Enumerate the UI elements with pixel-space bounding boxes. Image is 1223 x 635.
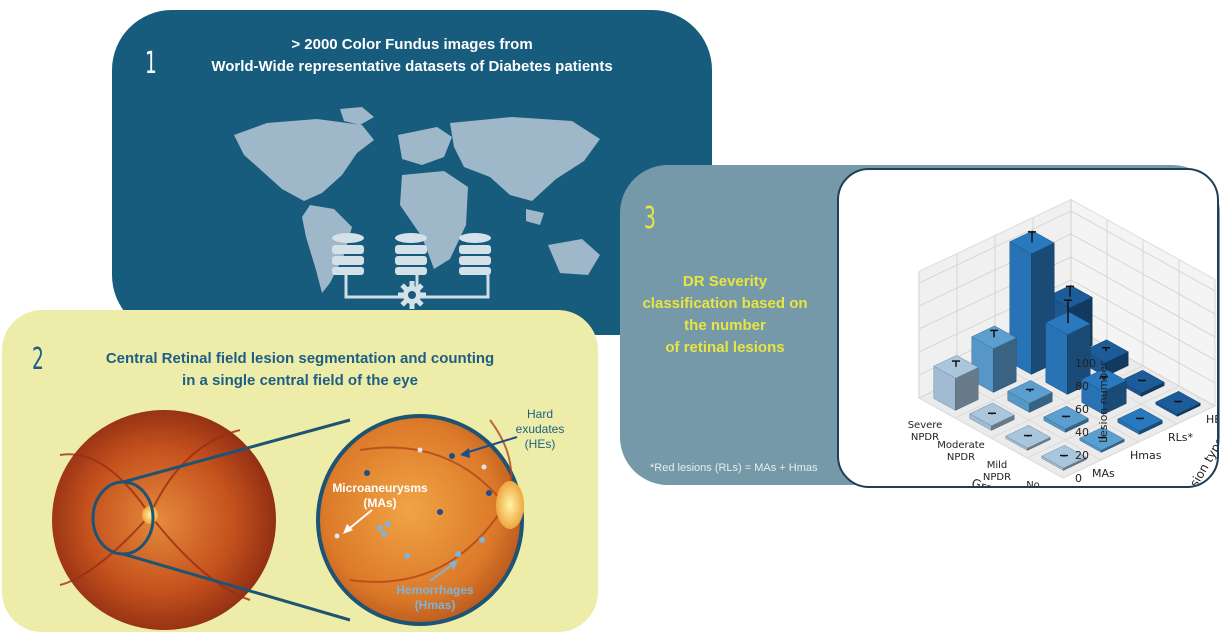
z-tick-label: 20 <box>1075 449 1089 462</box>
database-icon <box>395 233 427 275</box>
bar-top-face <box>1009 230 1055 254</box>
z-tick-label: 80 <box>1075 380 1089 393</box>
grade-tick-label: Mild <box>987 460 1008 471</box>
hard-exudates-label-line: exudates <box>515 422 565 436</box>
x-axis-label: Grade <box>970 476 1009 486</box>
grade-tick-label: NPDR <box>983 472 1011 483</box>
z-tick-label: 0 <box>1075 472 1082 485</box>
chart-gridline <box>994 361 1140 443</box>
step-number-2: 2 <box>32 342 44 377</box>
step-number-3: 3 <box>644 201 656 236</box>
segmentation-title-line1: Central Retinal field lesion segmentatio… <box>105 350 495 367</box>
hemorrhages-label-line: Hemorrhages <box>396 583 474 597</box>
grade-tick-label: NPDR <box>911 432 939 443</box>
z-axis-label: Lesion number <box>1097 361 1110 443</box>
microaneurysms-label-line: Microaneurysms <box>332 481 428 495</box>
grade-tick-label: Moderate <box>937 440 985 451</box>
classification-text: DR Severity classification based on the … <box>620 271 830 359</box>
segmentation-title: Central Retinal field lesion segmentatio… <box>2 348 598 392</box>
database-icon <box>332 233 364 275</box>
zoomed-retina <box>316 414 524 626</box>
bar-top-face <box>1047 285 1093 309</box>
bar-top-face <box>1045 311 1091 335</box>
segmentation-title-line2: in a single central field of the eye <box>182 372 418 389</box>
optic-disc <box>142 506 158 524</box>
classification-text-line: DR Severity <box>682 273 768 290</box>
classification-text-line: classification based on <box>642 295 808 312</box>
hard-exudates-label: Hard exudates (HEs) <box>500 407 580 452</box>
lesion-type-tick-label: MAs <box>1092 467 1115 480</box>
grade-tick-label: NPDR <box>947 452 975 463</box>
chart-gridline <box>956 379 1102 461</box>
world-map-icon <box>234 107 600 293</box>
grade-tick-label: Severe <box>908 420 943 431</box>
lesion-type-tick-label: HEs <box>1206 413 1217 426</box>
datasets-title: > 2000 Color Fundus images from World-Wi… <box>112 34 712 78</box>
datasets-title-line2: World-Wide representative datasets of Di… <box>211 58 613 75</box>
z-tick-label: 60 <box>1075 403 1089 416</box>
fundus-image <box>52 410 276 630</box>
bar-top-face <box>1083 339 1129 363</box>
bar-front-face <box>1045 322 1068 395</box>
datasets-title-line1: > 2000 Color Fundus images from <box>291 36 533 53</box>
bar-top-face <box>1155 391 1201 415</box>
grade-tick-label: No <box>1026 480 1040 486</box>
gear-icon <box>398 281 426 309</box>
lesion-type-tick-label: RLs* <box>1168 431 1194 444</box>
hemorrhages-label-line: (Hmas) <box>414 598 456 612</box>
chart-gridline <box>918 397 1064 479</box>
classification-text-line: the number <box>684 317 766 334</box>
microaneurysms-label: Microaneurysms (MAs) <box>320 481 440 511</box>
step-number-1: 1 <box>145 46 157 81</box>
fundus-illustration <box>52 410 524 630</box>
z-tick-label: 100 <box>1075 357 1096 370</box>
red-lesions-footnote: *Red lesions (RLs) = MAs + Hmas <box>650 462 818 474</box>
lesion-type-tick-label: Hmas <box>1130 449 1162 462</box>
hemorrhages-label: Hemorrhages (Hmas) <box>385 583 485 613</box>
classification-text-line: of retinal lesions <box>665 339 785 356</box>
hard-exudates-label-line: (HEs) <box>524 437 556 451</box>
chart-gridline <box>1070 325 1216 407</box>
bar-top-face <box>1119 369 1165 394</box>
hard-exudates-label-line: Hard <box>526 407 553 421</box>
z-tick-label: 40 <box>1075 426 1089 439</box>
microaneurysms-label-line: (MAs) <box>363 496 397 510</box>
database-icon <box>459 233 491 275</box>
datasets-panel: 1 > 2000 Color Fundus images from World-… <box>112 10 712 335</box>
